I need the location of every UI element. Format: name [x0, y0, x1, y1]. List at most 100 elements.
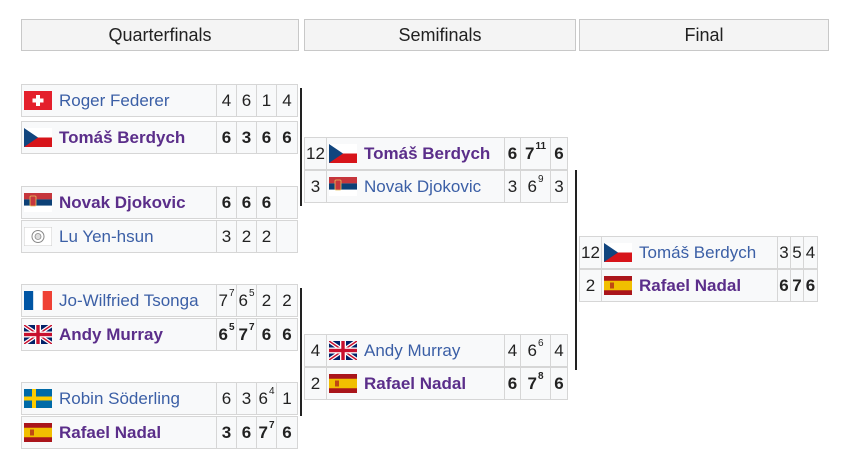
player-name-link[interactable]: Tomáš Berdych — [639, 242, 757, 262]
set-score — [277, 187, 297, 218]
set-score: 3 — [237, 122, 257, 153]
tiebreak-score: 7 — [228, 288, 235, 299]
player-cell: Rafael Nadal — [22, 417, 217, 448]
spain-flag-icon — [329, 374, 357, 393]
player-cell: Rafael Nadal — [602, 270, 778, 301]
tiebreak-score: 7 — [268, 420, 275, 431]
serbia-flag-icon — [329, 177, 357, 196]
seed-number: 3 — [305, 171, 327, 202]
czech-flag-icon — [329, 144, 357, 163]
set-score: 4 — [554, 340, 564, 360]
sweden-flag-icon — [24, 389, 52, 408]
player-name-link[interactable]: Robin Söderling — [59, 388, 180, 408]
player-name-link[interactable]: Tomáš Berdych — [364, 143, 491, 163]
seed-number: 2 — [580, 270, 602, 301]
player-name-link[interactable]: Rafael Nadal — [59, 422, 162, 442]
set-score: 2 — [237, 221, 257, 252]
set-score: 7 — [791, 270, 804, 301]
serbia-flag-icon — [24, 193, 52, 212]
header-quarterfinals: Quarterfinals — [21, 19, 299, 51]
uk-flag-icon — [24, 325, 52, 344]
set-score: 6 — [217, 122, 237, 153]
set-score: 6 — [237, 187, 257, 218]
header-semifinals: Semifinals — [304, 19, 576, 51]
player-cell: Tomáš Berdych — [327, 138, 505, 169]
player-cell: Tomáš Berdych — [22, 122, 217, 153]
player-name-link[interactable]: Andy Murray — [59, 324, 163, 344]
set-score: 6 — [257, 319, 277, 350]
seed-number: 12 — [305, 138, 327, 169]
set-score: 2 — [257, 221, 277, 252]
set-score: 6 — [505, 368, 521, 399]
player-name-link[interactable]: Andy Murray — [364, 340, 461, 360]
tiebreak-score: 9 — [537, 174, 544, 185]
set-score: 5 — [791, 237, 804, 268]
set-score: 6 — [257, 122, 277, 153]
bracket-connector-qf2 — [300, 288, 302, 416]
tiebreak-score: 11 — [535, 141, 547, 152]
set-score: 6 — [237, 417, 257, 448]
set-score: 6 — [505, 138, 521, 169]
set-score: 6 — [778, 270, 791, 301]
set-score: 6 — [554, 373, 564, 393]
uk-flag-icon — [329, 341, 357, 360]
set-score: 2 — [257, 285, 277, 316]
bracket-connector-sf — [575, 170, 577, 370]
set-score: 6 — [217, 187, 237, 218]
player-name-link[interactable]: Roger Federer — [59, 90, 170, 110]
set-score: 6 — [217, 383, 237, 414]
tiebreak-score: 7 — [248, 322, 255, 333]
set-score: 4 — [217, 85, 237, 116]
player-cell: Robin Söderling — [22, 383, 217, 414]
player-cell: Rafael Nadal — [327, 368, 505, 399]
seed-number: 12 — [580, 237, 602, 268]
tiebreak-score: 4 — [268, 386, 275, 397]
player-cell: Novak Djokovic — [327, 171, 505, 202]
player-name-link[interactable]: Tomáš Berdych — [59, 127, 186, 147]
tiebreak-score: 8 — [537, 371, 544, 382]
player-name-link[interactable]: Rafael Nadal — [364, 373, 467, 393]
set-score: 6 — [282, 127, 292, 147]
set-score: 4 — [282, 90, 292, 110]
set-score: 6 — [237, 85, 257, 116]
chinese-taipei-flag-icon — [24, 227, 52, 246]
set-score: 6 — [805, 275, 816, 295]
set-score: 2 — [282, 290, 292, 310]
spain-flag-icon — [24, 423, 52, 442]
czech-flag-icon — [604, 243, 632, 262]
player-cell: Andy Murray — [22, 319, 217, 350]
set-score: 3 — [237, 383, 257, 414]
tiebreak-score: 5 — [248, 288, 255, 299]
set-score: 3 — [217, 417, 237, 448]
player-cell: Novak Djokovic — [22, 187, 217, 218]
player-name-link[interactable]: Novak Djokovic — [59, 192, 186, 212]
player-cell: Andy Murray — [327, 335, 505, 366]
tiebreak-score: 6 — [537, 338, 544, 349]
france-flag-icon — [24, 291, 52, 310]
set-score: 3 — [778, 237, 791, 268]
player-name-link[interactable]: Lu Yen-hsun — [59, 226, 154, 246]
player-name-link[interactable]: Jo-Wilfried Tsonga — [59, 290, 199, 310]
player-name-link[interactable]: Rafael Nadal — [639, 275, 742, 295]
set-score: 1 — [282, 388, 292, 408]
set-score: 3 — [217, 221, 237, 252]
set-score: 6 — [257, 187, 277, 218]
player-name-link[interactable]: Novak Djokovic — [364, 176, 482, 196]
